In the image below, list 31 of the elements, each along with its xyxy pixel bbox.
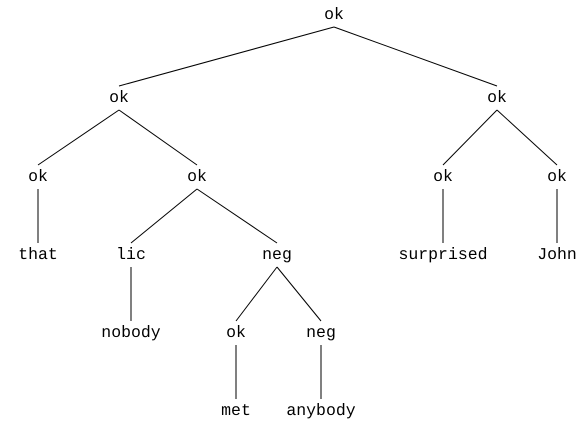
tree-branch-line <box>130 266 132 322</box>
tree-branch-line <box>236 266 278 322</box>
tree-node-label: nobody <box>101 323 161 343</box>
tree-node-label: ok <box>547 167 567 187</box>
tree-branch-line <box>196 188 278 244</box>
tree-branch-line <box>320 344 322 400</box>
tree-node-label: that <box>18 245 58 265</box>
tree-branch-line <box>496 110 558 166</box>
tree-node-label: ok <box>324 5 344 25</box>
tree-branch-line <box>276 266 322 322</box>
tree-branch-line <box>442 188 444 244</box>
tree-node-label: ok <box>487 88 507 108</box>
tree-branch-line <box>334 26 498 86</box>
tree-branch-line <box>556 188 558 244</box>
tree-node-label: ok <box>433 167 453 187</box>
tree-node-label: met <box>221 401 251 421</box>
tree-node-label: ok <box>226 323 246 343</box>
tree-node-label: John <box>537 245 577 265</box>
tree-branch-line <box>442 110 498 166</box>
tree-node-label: anybody <box>286 401 356 421</box>
tree-node-label: ok <box>187 167 207 187</box>
tree-node-label: surprised <box>398 245 488 265</box>
tree-node-label: lic <box>116 245 146 265</box>
tree-node-label: neg <box>262 245 292 265</box>
tree-node-label: ok <box>109 88 129 108</box>
tree-node-label: neg <box>306 323 336 343</box>
tree-branch-line <box>118 110 198 166</box>
tree-node-label: ok <box>28 167 48 187</box>
tree-branch-line <box>118 26 334 86</box>
tree-branch-line <box>130 188 198 244</box>
tree-branch-line <box>38 110 120 166</box>
